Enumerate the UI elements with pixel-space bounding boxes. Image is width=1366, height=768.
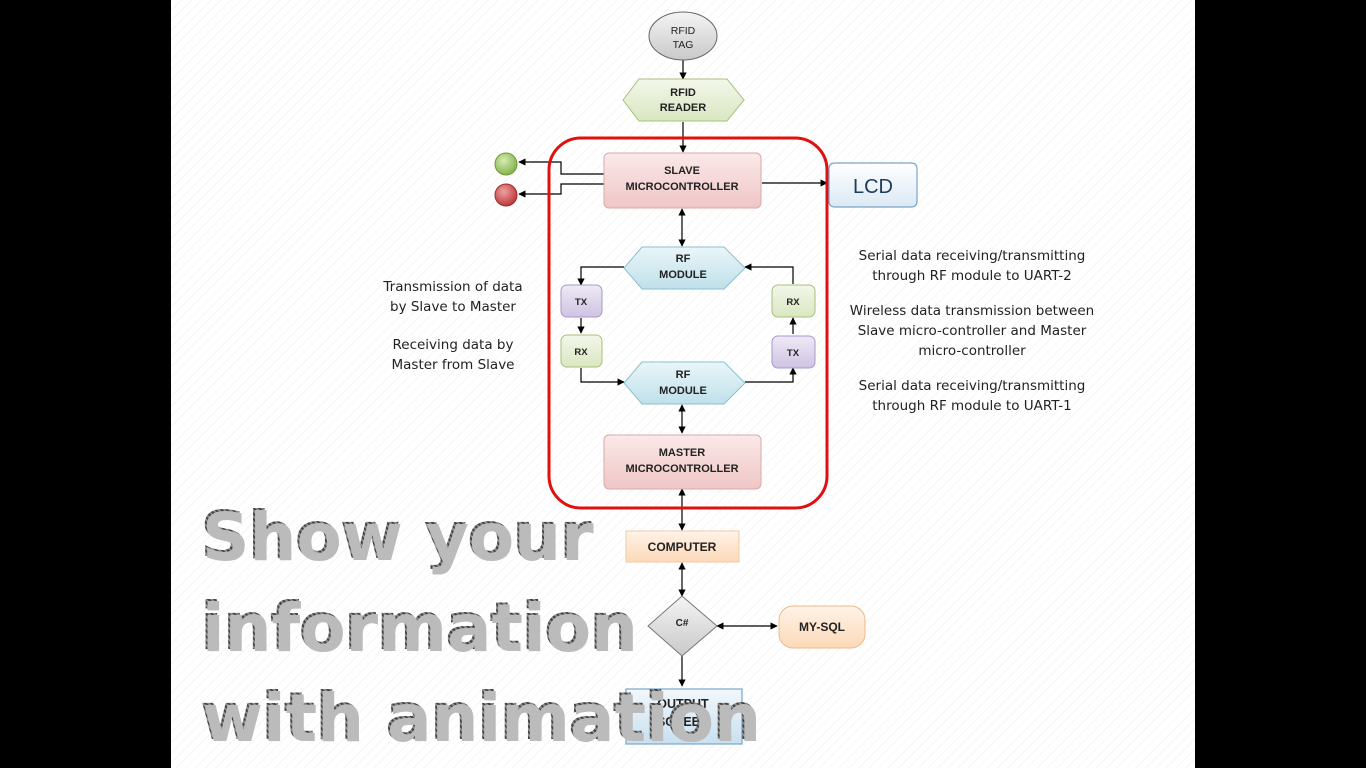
note-uart2: Serial data receiving/transmitting throu… [829, 246, 1115, 286]
rx-left-label: RX [574, 347, 588, 358]
rf-bottom-label-1: RF [676, 369, 691, 381]
overlay-line-2: information [200, 588, 637, 665]
note-line: Wireless data transmission between [849, 303, 1095, 319]
slide: RFID TAG RFID READER SLAVE MICROCONTROLL… [171, 0, 1195, 768]
overlay-line-3: with animation [200, 678, 760, 755]
rx-right-label: RX [786, 297, 800, 308]
slave-microcontroller-node[interactable]: SLAVE MICROCONTROLLER [603, 152, 762, 209]
connectors [518, 60, 828, 687]
rfid-reader-node[interactable]: RFID READER [622, 78, 745, 122]
tx-right-label: TX [787, 348, 800, 359]
master-microcontroller-node[interactable]: MASTER MICROCONTROLLER [603, 434, 762, 490]
note-line: Receiving data by [392, 337, 514, 353]
note-line: Master from Slave [391, 357, 515, 373]
output-screen-node[interactable]: OUTPUT SCREEN [625, 688, 743, 745]
note-line: Serial data receiving/transmitting [858, 248, 1086, 264]
mysql-label: MY-SQL [799, 620, 845, 634]
csharp-decision-node[interactable]: C# [647, 595, 718, 657]
note-slave-to-master: Transmission of data by Slave to Master [366, 277, 540, 317]
rf-module-top-node[interactable]: RF MODULE [623, 246, 746, 290]
rfid-tag-node[interactable]: RFID TAG [648, 11, 718, 61]
rfid-tag-label-1: RFID [671, 25, 696, 37]
overlay-line-1: Show your [200, 497, 592, 574]
master-mc-label-2: MICROCONTROLLER [625, 463, 738, 475]
computer-node[interactable]: COMPUTER [625, 530, 740, 563]
rf-bottom-label-2: MODULE [659, 385, 707, 397]
highlight-frame [547, 136, 829, 510]
note-wireless: Wireless data transmission between Slave… [829, 301, 1115, 361]
tx-left-node[interactable]: TX [560, 284, 603, 318]
computer-label: COMPUTER [648, 540, 717, 554]
output-label-2: SCREEN [657, 715, 709, 729]
output-label-1: OUTPUT [657, 697, 709, 711]
rfid-tag-label-2: TAG [673, 39, 694, 51]
mysql-node[interactable]: MY-SQL [778, 605, 866, 649]
tx-left-label: TX [575, 297, 588, 308]
rfid-reader-label-2: READER [660, 102, 707, 114]
led-green-icon [494, 152, 518, 176]
slave-mc-label-1: SLAVE [664, 165, 700, 177]
rx-left-node[interactable]: RX [560, 334, 603, 368]
rf-top-label-1: RF [676, 253, 691, 265]
note-master-from-slave: Receiving data by Master from Slave [366, 335, 540, 375]
tx-right-node[interactable]: TX [771, 335, 816, 369]
lcd-node[interactable]: LCD [828, 162, 918, 208]
rfid-reader-label-1: RFID [670, 87, 696, 99]
master-mc-label-1: MASTER [659, 447, 706, 459]
rx-right-node[interactable]: RX [771, 284, 816, 318]
csharp-label: C# [676, 618, 689, 629]
rf-module-bottom-node[interactable]: RF MODULE [623, 361, 746, 405]
slave-mc-label-2: MICROCONTROLLER [625, 181, 738, 193]
note-line: Slave micro-controller and Master [857, 323, 1087, 339]
flowchart: RFID TAG RFID READER SLAVE MICROCONTROLL… [494, 11, 918, 745]
note-line: through RF module to UART-1 [872, 398, 1072, 414]
note-line: Transmission of data [383, 279, 523, 295]
note-line: micro-controller [918, 343, 1026, 359]
note-line: Serial data receiving/transmitting [858, 378, 1086, 394]
lcd-label: LCD [853, 176, 893, 198]
note-line: by Slave to Master [390, 299, 516, 315]
rf-top-label-2: MODULE [659, 269, 707, 281]
led-red-icon [494, 183, 518, 207]
note-uart1: Serial data receiving/transmitting throu… [829, 376, 1115, 416]
note-line: through RF module to UART-2 [872, 268, 1072, 284]
